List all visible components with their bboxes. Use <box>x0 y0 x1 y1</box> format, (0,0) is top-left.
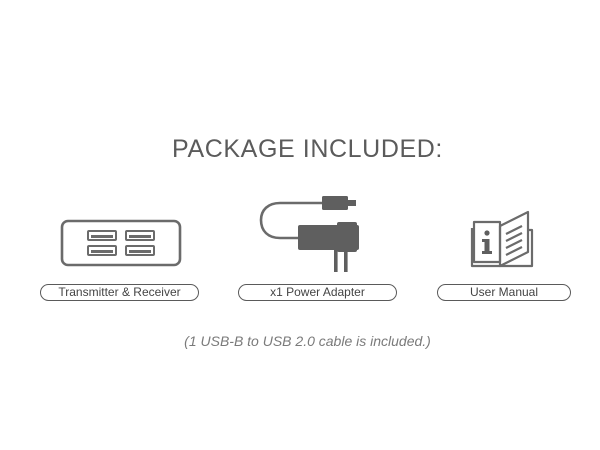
power-adapter-icon <box>259 196 359 272</box>
item-label-power-adapter: x1 Power Adapter <box>238 284 397 301</box>
usb-hub-icon <box>60 219 182 267</box>
user-manual-icon <box>470 210 534 268</box>
cable-note: (1 USB-B to USB 2.0 cable is included.) <box>184 333 431 349</box>
package-heading: PACKAGE INCLUDED: <box>172 135 443 163</box>
item-label-user-manual: User Manual <box>437 284 571 301</box>
item-label-transmitter-receiver: Transmitter & Receiver <box>40 284 199 301</box>
